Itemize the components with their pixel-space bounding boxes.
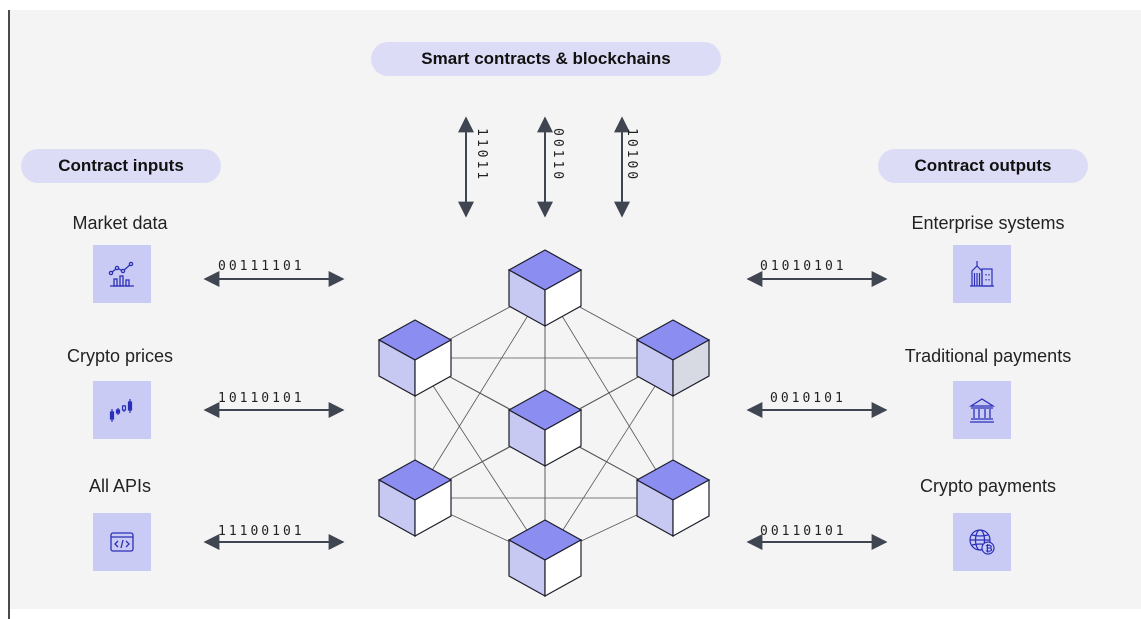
bank-icon bbox=[953, 381, 1011, 439]
output-label-enterprise-systems: Enterprise systems bbox=[911, 213, 1065, 233]
outputs-heading: Contract outputs bbox=[914, 156, 1052, 175]
candlestick-icon bbox=[93, 381, 151, 439]
cube-right bbox=[414, 478, 452, 538]
input-label-market-data: Market data bbox=[72, 213, 168, 233]
cube-right bbox=[544, 408, 582, 468]
cube-right bbox=[544, 538, 582, 598]
cube bbox=[377, 459, 453, 538]
output-bits-crypto: 00110101 bbox=[760, 524, 847, 539]
cubes-group bbox=[377, 249, 711, 598]
input-label-crypto-prices: Crypto prices bbox=[66, 346, 174, 366]
output-label-traditional-payments: Traditional payments bbox=[904, 346, 1072, 366]
left-border bbox=[8, 10, 10, 619]
header-pill: Smart contracts & blockchains bbox=[371, 42, 721, 76]
input-bits-all-apis: 11100101 bbox=[218, 524, 305, 539]
outputs-heading-pill: Contract outputs bbox=[878, 149, 1088, 183]
inputs-heading-pill: Contract inputs bbox=[21, 149, 221, 183]
vertical-bits-1: 11011 bbox=[474, 128, 489, 183]
mesh-line bbox=[414, 357, 546, 559]
output-bits-enterprise: 01010101 bbox=[760, 259, 847, 274]
vertical-bits-2: 00110 bbox=[550, 128, 565, 183]
cube-right bbox=[414, 338, 452, 398]
svg-text:₿: ₿ bbox=[985, 544, 992, 555]
input-bits-crypto-prices: 10110101 bbox=[218, 391, 305, 406]
globe-bitcoin-icon: ₿ bbox=[953, 513, 1011, 571]
cube-right bbox=[544, 268, 582, 328]
cube bbox=[507, 389, 583, 468]
cube-right bbox=[672, 338, 710, 398]
cube bbox=[635, 459, 711, 538]
cube bbox=[377, 319, 453, 398]
inputs-heading: Contract inputs bbox=[58, 156, 184, 175]
cube-right bbox=[672, 478, 710, 538]
cube bbox=[635, 319, 711, 398]
cube bbox=[507, 519, 583, 598]
cube bbox=[507, 249, 583, 328]
header-title: Smart contracts & blockchains bbox=[421, 49, 671, 68]
input-bits-market-data: 00111101 bbox=[218, 259, 305, 274]
output-bits-traditional: 0010101 bbox=[770, 391, 846, 406]
api-code-icon bbox=[93, 513, 151, 571]
vertical-bits-3: 10100 bbox=[624, 128, 639, 183]
mesh-line bbox=[544, 357, 674, 559]
output-label-crypto-payments: Crypto payments bbox=[919, 476, 1057, 496]
arrows-group bbox=[203, 116, 888, 550]
buildings-icon bbox=[953, 245, 1011, 303]
chart-icon bbox=[93, 245, 151, 303]
input-label-all-apis: All APIs bbox=[88, 476, 152, 496]
